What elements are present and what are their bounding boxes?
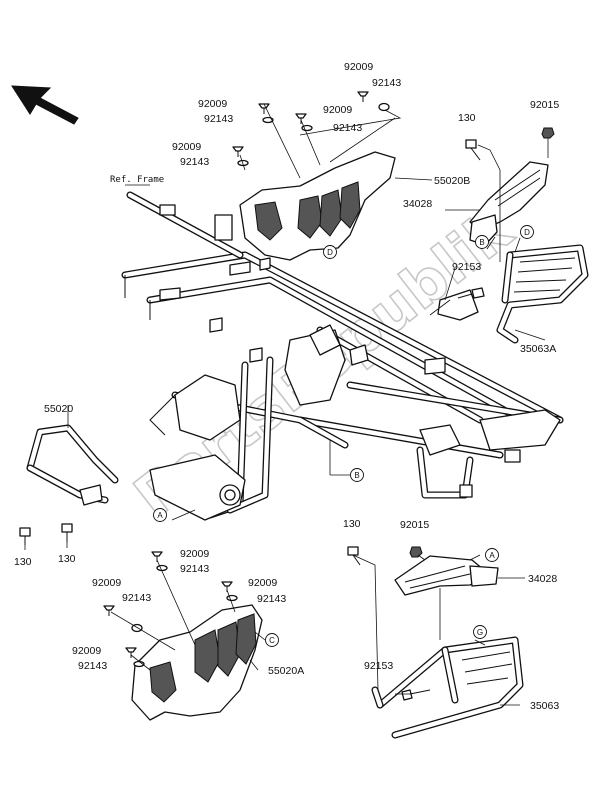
label-34028-a: 34028 bbox=[403, 198, 432, 210]
callout-c1: C bbox=[265, 633, 279, 647]
main-frame bbox=[121, 191, 564, 521]
label-92009-g: 92009 bbox=[92, 577, 121, 589]
label-34028-b: 34028 bbox=[528, 573, 557, 585]
label-92009-b: 92009 bbox=[323, 104, 352, 116]
callout-d1: D bbox=[323, 245, 337, 259]
leader-lines bbox=[24, 103, 549, 706]
label-35063a: 35063A bbox=[520, 343, 556, 355]
label-130-c: 130 bbox=[58, 553, 76, 565]
frame-guard-55020b bbox=[239, 151, 396, 261]
callout-b2: B bbox=[350, 468, 364, 482]
label-130-a: 130 bbox=[458, 112, 476, 124]
svg-text:G: G bbox=[477, 628, 483, 637]
label-92153-a: 92153 bbox=[452, 261, 481, 273]
label-92143-a: 92143 bbox=[204, 113, 233, 125]
svg-text:D: D bbox=[524, 228, 530, 237]
label-92009-h: 92009 bbox=[72, 645, 101, 657]
guard-35063 bbox=[371, 636, 524, 739]
label-92143-h: 92143 bbox=[78, 660, 107, 672]
label-92009-d: 92009 bbox=[344, 61, 373, 73]
label-55020b: 55020B bbox=[434, 175, 470, 187]
label-ref-frame: Ref. Frame bbox=[110, 175, 164, 185]
frame-guard-55020a bbox=[131, 604, 263, 721]
label-55020: 55020 bbox=[44, 403, 73, 415]
label-92009-c: 92009 bbox=[172, 141, 201, 153]
label-92009-e: 92009 bbox=[180, 548, 209, 560]
label-92143-d: 92143 bbox=[372, 77, 401, 89]
guard-55020 bbox=[26, 424, 119, 506]
footrest-34028-lower bbox=[394, 555, 499, 596]
svg-text:C: C bbox=[269, 636, 275, 645]
svg-text:A: A bbox=[489, 551, 495, 560]
svg-text:D: D bbox=[327, 248, 333, 257]
label-92143-b: 92143 bbox=[333, 122, 362, 134]
label-92143-g: 92143 bbox=[122, 592, 151, 604]
callout-d2: D bbox=[520, 225, 534, 239]
label-92009-a: 92009 bbox=[198, 98, 227, 110]
callout-b1: B bbox=[475, 235, 489, 249]
callout-a2: A bbox=[485, 548, 499, 562]
label-35063: 35063 bbox=[530, 700, 559, 712]
label-92143-e: 92143 bbox=[180, 563, 209, 575]
guard-35063a bbox=[437, 244, 589, 344]
label-92015-a: 92015 bbox=[530, 99, 559, 111]
callout-a1: A bbox=[153, 508, 167, 522]
label-130-d: 130 bbox=[343, 518, 361, 530]
front-direction-arrow-icon bbox=[11, 85, 79, 125]
svg-text:A: A bbox=[157, 511, 163, 520]
label-130-b: 130 bbox=[14, 556, 32, 568]
callout-g1: G bbox=[473, 625, 487, 639]
label-92143-c: 92143 bbox=[180, 156, 209, 168]
fasteners bbox=[19, 91, 555, 701]
label-55020a: 55020A bbox=[268, 665, 304, 677]
label-92009-f: 92009 bbox=[248, 577, 277, 589]
svg-text:B: B bbox=[479, 238, 484, 247]
label-92153-b: 92153 bbox=[364, 660, 393, 672]
label-92143-f: 92143 bbox=[257, 593, 286, 605]
svg-text:B: B bbox=[354, 471, 359, 480]
label-92015-b: 92015 bbox=[400, 519, 429, 531]
